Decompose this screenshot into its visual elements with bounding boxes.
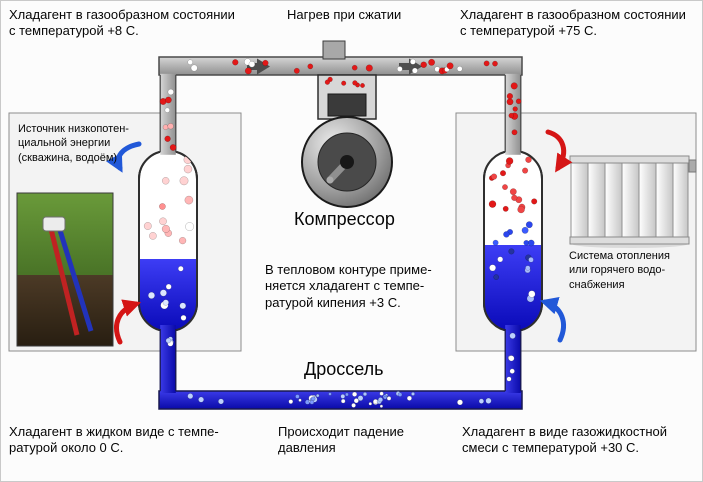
label-refrigerant-gas-cold: Хладагент в газообразном состоянии с тем… xyxy=(9,7,235,39)
compressor-piston xyxy=(327,93,367,117)
label-refrigerant-mix: Хладагент в виде газожидкостной смеси с … xyxy=(462,424,668,456)
label-circuit-note: В тепловом контуре приме- няется хладаге… xyxy=(265,262,432,310)
flow-arrow-right xyxy=(399,58,422,75)
radiator-icon xyxy=(569,155,697,248)
bottom-pipe xyxy=(158,390,523,410)
radiator-top-header xyxy=(569,155,690,164)
label-pressure-drop: Происходит падение давления xyxy=(278,424,405,456)
label-heating-system: Система отопления или горячего водо- сна… xyxy=(569,250,670,291)
label-compressor: Компрессор xyxy=(294,209,395,229)
condenser-bubbles-layer xyxy=(488,156,538,303)
radiator-valve-icon xyxy=(688,159,697,173)
condenser-liquid xyxy=(484,245,542,331)
label-low-grade-source: Источник низкопотен- циальной энергии (с… xyxy=(18,123,129,164)
curved-arrow-condenser-heat-out xyxy=(545,129,573,173)
label-refrigerant-gas-hot: Хладагент в газообразном состоянии с тем… xyxy=(460,7,686,39)
ground-source-image xyxy=(16,192,114,347)
label-compression-heating: Нагрев при сжатии xyxy=(287,7,402,22)
evaporator-liquid xyxy=(139,259,197,331)
wellhead-icon xyxy=(42,216,66,232)
curved-arrow-condenser-return xyxy=(539,296,566,343)
evaporator-bubbles-layer xyxy=(143,155,195,321)
flow-arrow-left xyxy=(247,58,270,75)
curved-arrow-evaporator-heat xyxy=(114,299,142,345)
borehole-pipe-red xyxy=(48,228,80,336)
label-throttle: Дроссель xyxy=(304,359,384,379)
radiator-bottom-header xyxy=(569,236,690,245)
label-refrigerant-liquid: Хладагент в жидком виде с темпе- ратурой… xyxy=(9,424,219,456)
compressor xyxy=(301,40,393,208)
top-pipe xyxy=(158,56,523,76)
borehole-pipe-blue xyxy=(56,226,94,332)
compressor-inlet-fitting xyxy=(322,40,346,60)
dots-layer xyxy=(159,58,522,408)
curved-arrow-source-in xyxy=(106,141,142,173)
